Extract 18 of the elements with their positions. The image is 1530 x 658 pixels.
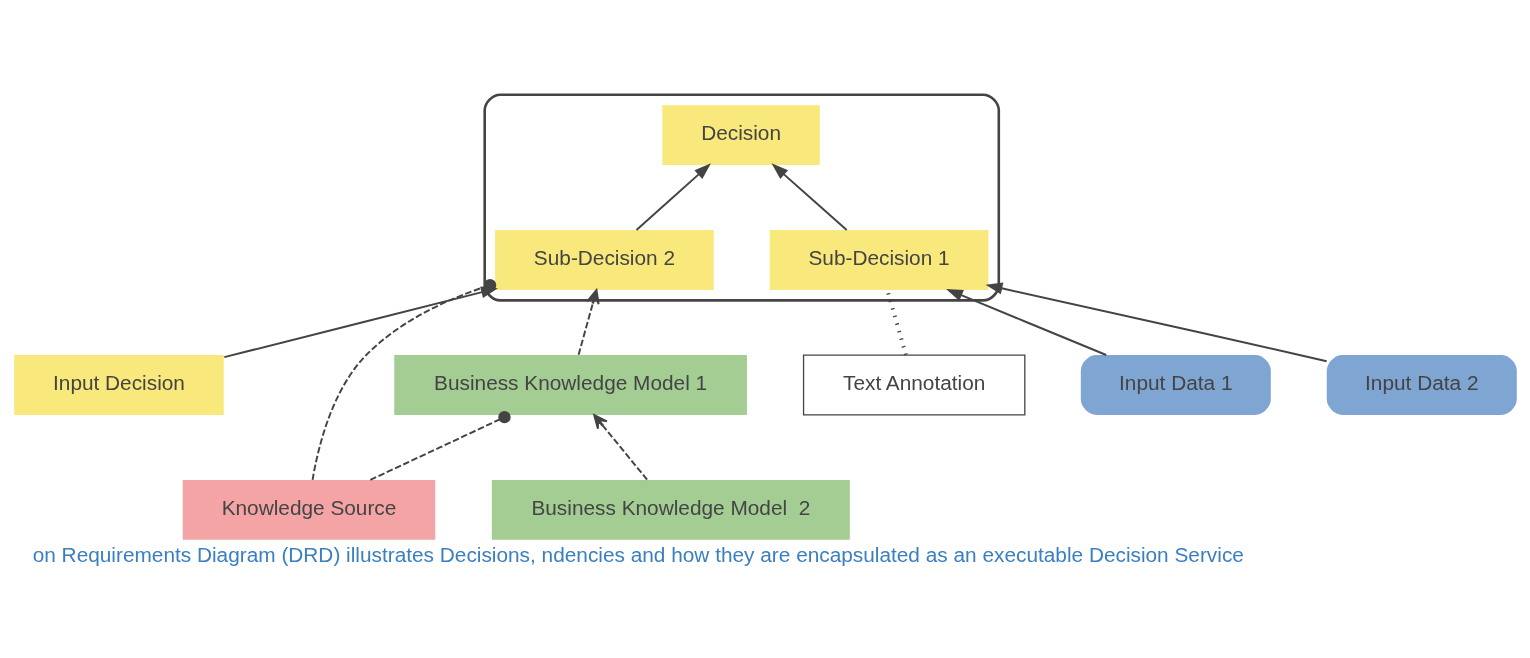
node-box: Business Knowledge Model 2 — [491, 479, 850, 540]
node-box: Knowledge Source — [182, 479, 435, 540]
arrow — [635, 163, 711, 231]
node-box: Input Data 2 — [1326, 355, 1517, 415]
caption: on Requirements Diagram (DRD) illustrates Decisions, ndencies and how they are encapsulated as an executable Decision Service — [32, 542, 1244, 566]
arrow — [592, 414, 648, 481]
node-box: Input Data 1 — [1080, 355, 1271, 415]
node-box: Decision — [661, 105, 820, 165]
node-box: Sub-Decision 2 — [494, 230, 714, 290]
arrow — [771, 163, 848, 231]
connector — [368, 411, 511, 481]
arrow — [577, 289, 600, 356]
arrow — [985, 282, 1328, 363]
node-box: Sub-Decision 1 — [769, 230, 988, 290]
node-box: Business Knowledge Model 1 — [393, 355, 747, 415]
node-box: Input Decision — [13, 355, 224, 415]
node-box: Text Annotation — [802, 354, 1025, 416]
arrow — [945, 288, 1107, 356]
